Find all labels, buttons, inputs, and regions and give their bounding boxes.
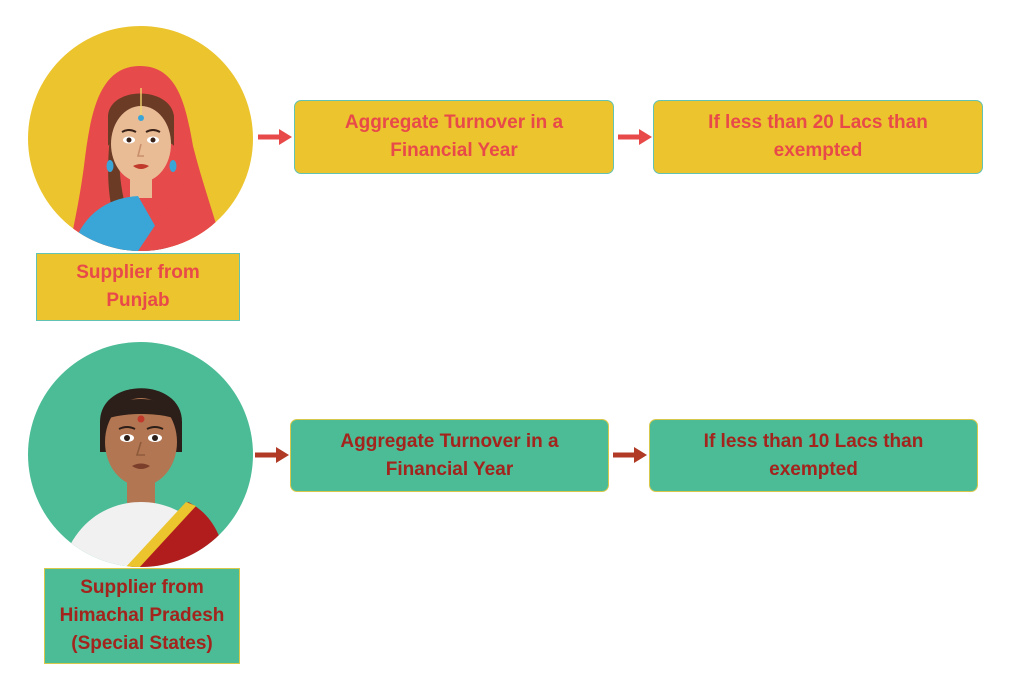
arrow-right-icon: [613, 447, 647, 463]
punjab-exemption-box: If less than 20 Lacs than exempted: [653, 100, 983, 174]
supplier-punjab-avatar: [28, 26, 253, 251]
supplier-himachal-label: Supplier from Himachal Pradesh (Special …: [44, 568, 240, 664]
supplier-himachal-avatar: [28, 342, 253, 567]
himachal-exemption-box: If less than 10 Lacs than exempted: [649, 419, 978, 492]
supplier-punjab-label: Supplier from Punjab: [36, 253, 240, 321]
himachal-aggregate-turnover-box: Aggregate Turnover in a Financial Year: [290, 419, 609, 492]
arrow-right-icon: [255, 447, 289, 463]
arrow-right-icon: [258, 129, 292, 145]
arrow-right-icon: [618, 129, 652, 145]
punjab-aggregate-turnover-box: Aggregate Turnover in a Financial Year: [294, 100, 614, 174]
